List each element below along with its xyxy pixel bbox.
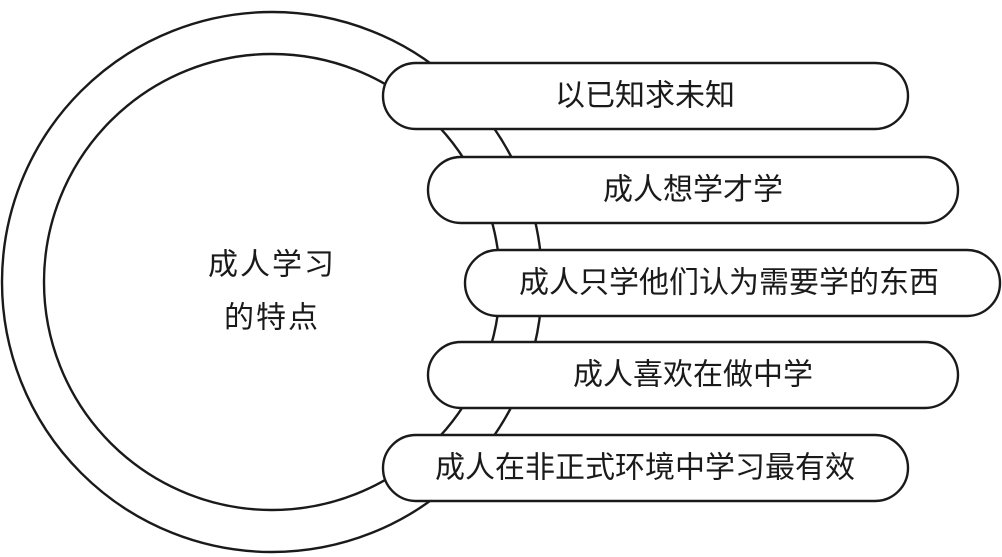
characteristic-label-5: 成人在非正式环境中学习最有效: [435, 451, 855, 486]
characteristic-item-2: 成人想学才学: [426, 155, 960, 225]
characteristic-label-2: 成人想学才学: [603, 173, 783, 208]
characteristic-item-4: 成人喜欢在做中学: [426, 340, 960, 410]
characteristic-label-4: 成人喜欢在做中学: [573, 358, 813, 393]
characteristic-box-3: [463, 248, 1002, 318]
characteristic-item-1: 以已知求未知: [381, 61, 910, 131]
characteristic-box-1: [381, 61, 910, 131]
characteristic-box-2: [426, 155, 960, 225]
characteristic-box-4: [426, 340, 960, 410]
characteristic-box-5: [381, 433, 910, 503]
center-title-line1: 成人学习: [208, 248, 336, 283]
characteristic-label-3: 成人只学他们认为需要学的东西: [519, 266, 939, 301]
characteristic-label-1: 以已知求未知: [555, 79, 735, 114]
characteristic-item-3: 成人只学他们认为需要学的东西: [463, 248, 1002, 318]
center-title-line2: 的特点: [224, 301, 320, 336]
characteristic-item-5: 成人在非正式环境中学习最有效: [381, 433, 910, 503]
